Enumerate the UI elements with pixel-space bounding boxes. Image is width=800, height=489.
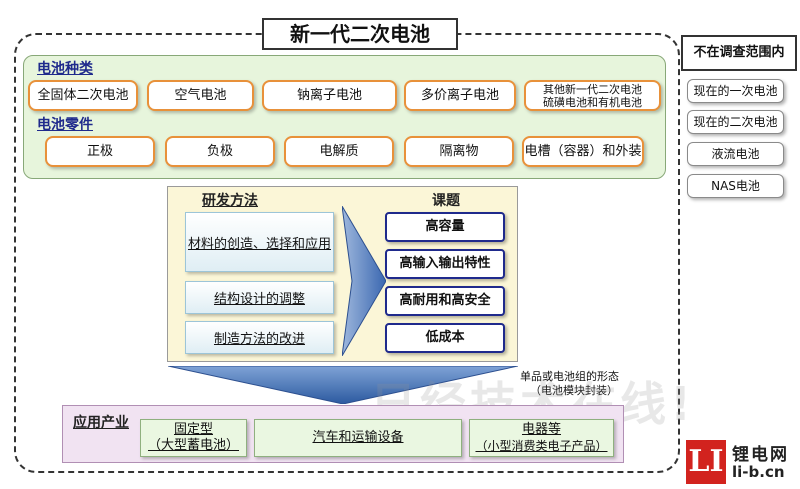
out-of-scope-item: NAS电池 bbox=[687, 174, 784, 198]
method-label: 结构设计的调整 bbox=[213, 292, 305, 307]
battery-part-box: 正极 bbox=[45, 136, 155, 167]
battery-part-box: 电解质 bbox=[284, 136, 394, 167]
battery-part-label: 电槽（容器）和外装 bbox=[524, 143, 642, 159]
battery-part-box: 电槽（容器）和外装 bbox=[522, 136, 644, 167]
battery-type-label: 钠离子电池 bbox=[296, 87, 362, 103]
site-logo-name: 锂电网 bbox=[732, 445, 789, 465]
battery-parts-heading: 电池零件 bbox=[37, 117, 93, 133]
application-label: 汽车和运输设备 bbox=[312, 430, 404, 445]
down-arrow-icon bbox=[168, 366, 518, 404]
battery-types-heading: 电池种类 bbox=[37, 61, 93, 77]
task-box: 高输入输出特性 bbox=[385, 249, 505, 279]
tasks-heading: 课题 bbox=[432, 193, 460, 209]
method-box: 材料的创造、选择和应用 bbox=[185, 212, 334, 272]
task-box: 高耐用和高安全 bbox=[385, 286, 505, 316]
site-logo-mark: LI bbox=[686, 440, 726, 484]
out-of-scope-heading: 不在调查范围内 bbox=[681, 35, 797, 71]
method-box: 制造方法的改进 bbox=[185, 321, 334, 354]
battery-part-label: 负极 bbox=[206, 143, 233, 159]
battery-type-label: 空气电池 bbox=[174, 87, 227, 103]
method-label: 材料的创造、选择和应用 bbox=[187, 236, 331, 252]
methods-heading: 研发方法 bbox=[202, 193, 258, 209]
battery-type-label: 全固体二次电池 bbox=[37, 87, 129, 103]
module-form-note-line1: 单品或电池组的形态 bbox=[520, 370, 619, 383]
out-of-scope-item: 现在的一次电池 bbox=[687, 79, 784, 103]
battery-type-box: 多价离子电池 bbox=[404, 80, 516, 111]
battery-type-box: 空气电池 bbox=[147, 80, 254, 111]
battery-part-box: 负极 bbox=[165, 136, 275, 167]
battery-type-label: 其他新一代二次电池 bbox=[543, 82, 642, 96]
application-sublabel: （小型消费类电子产品） bbox=[475, 439, 608, 453]
task-box: 高容量 bbox=[385, 212, 505, 242]
battery-part-label: 电解质 bbox=[319, 143, 359, 159]
site-logo-url: li-b.cn bbox=[732, 463, 785, 481]
module-form-note: 单品或电池组的形态 （电池模块封装） bbox=[520, 370, 642, 402]
application-label: 固定型 bbox=[173, 422, 213, 437]
module-form-note-line2: （电池模块封装） bbox=[530, 384, 618, 397]
application-box: 汽车和运输设备 bbox=[254, 419, 462, 457]
chevron-right-icon bbox=[342, 206, 386, 356]
battery-type-box: 全固体二次电池 bbox=[28, 80, 138, 111]
battery-type-label: 多价离子电池 bbox=[420, 87, 499, 103]
application-box: 电器等 （小型消费类电子产品） bbox=[469, 419, 614, 457]
battery-part-label: 隔离物 bbox=[439, 143, 479, 159]
method-box: 结构设计的调整 bbox=[185, 281, 334, 314]
battery-type-sublabel: 硫磺电池和有机电池 bbox=[543, 95, 642, 109]
application-label: 电器等 bbox=[521, 422, 561, 437]
task-box: 低成本 bbox=[385, 323, 505, 353]
battery-part-box: 隔离物 bbox=[404, 136, 514, 167]
out-of-scope-item: 现在的二次电池 bbox=[687, 110, 784, 134]
method-label: 制造方法的改进 bbox=[213, 332, 305, 347]
diagram-title: 新一代二次电池 bbox=[262, 18, 458, 50]
applications-heading: 应用产业 bbox=[73, 415, 129, 431]
application-box: 固定型 （大型蓄电池） bbox=[140, 419, 247, 457]
out-of-scope-item: 液流电池 bbox=[687, 142, 784, 166]
battery-type-box: 钠离子电池 bbox=[262, 80, 397, 111]
battery-type-box: 其他新一代二次电池 硫磺电池和有机电池 bbox=[524, 80, 661, 111]
application-sublabel: （大型蓄电池） bbox=[147, 438, 239, 453]
battery-part-label: 正极 bbox=[86, 143, 113, 159]
